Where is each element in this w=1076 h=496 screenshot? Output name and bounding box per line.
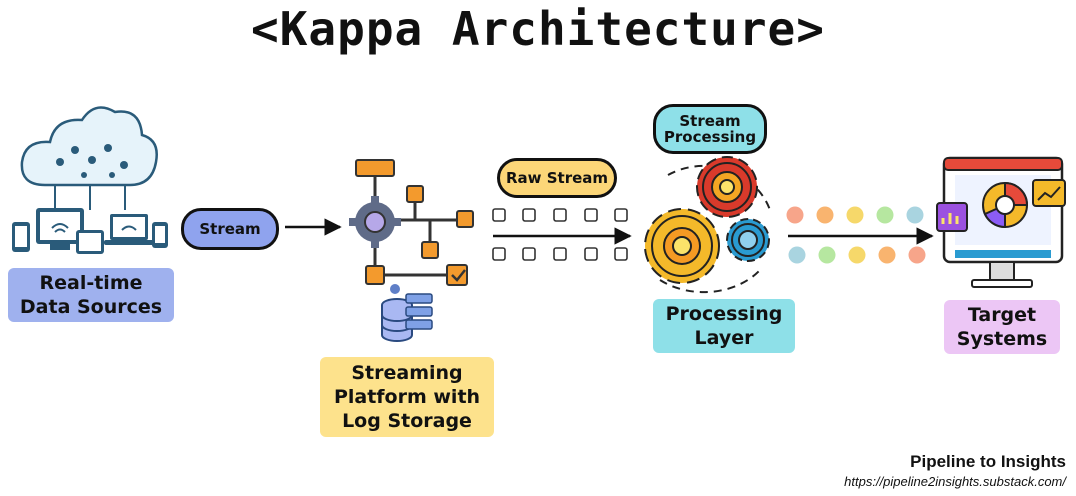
sources-label: Real-time Data Sources	[8, 268, 174, 322]
sources-label-line2: Data Sources	[19, 296, 163, 318]
processing-label: Processing Layer	[653, 299, 795, 353]
page-title: <Kappa Architecture>	[251, 2, 825, 56]
platform-label-line2: Platform with	[333, 386, 481, 408]
platform-label-line3: Log Storage	[342, 410, 472, 432]
brand-name: Pipeline to Insights	[910, 452, 1066, 471]
gears-icon	[644, 156, 771, 294]
streaming-platform-icon	[349, 159, 474, 342]
cloud-devices-icon	[12, 106, 168, 254]
platform-label-line1: Streaming	[351, 362, 463, 384]
sources-label-line1: Real-time	[39, 272, 143, 294]
stream-processing-line1: Stream	[679, 112, 741, 130]
processing-label-line2: Layer	[694, 327, 754, 349]
stream-processing-pill: Stream Processing	[653, 104, 767, 154]
processing-label-line1: Processing	[665, 303, 783, 325]
stream-pill: Stream	[181, 208, 279, 250]
branding: Pipeline to Insights https://pipeline2in…	[844, 452, 1066, 489]
target-label-line2: Systems	[956, 328, 1048, 350]
dashboard-monitor-icon	[936, 156, 1066, 288]
platform-label: Streaming Platform with Log Storage	[320, 357, 494, 437]
stream-processing-line2: Processing	[663, 128, 757, 146]
target-label: Target Systems	[944, 300, 1060, 354]
brand-url[interactable]: https://pipeline2insights.substack.com/	[844, 474, 1066, 489]
target-label-line1: Target	[967, 304, 1037, 326]
output-events	[786, 206, 926, 264]
event-queue	[492, 208, 628, 261]
raw-stream-pill: Raw Stream	[497, 158, 617, 198]
